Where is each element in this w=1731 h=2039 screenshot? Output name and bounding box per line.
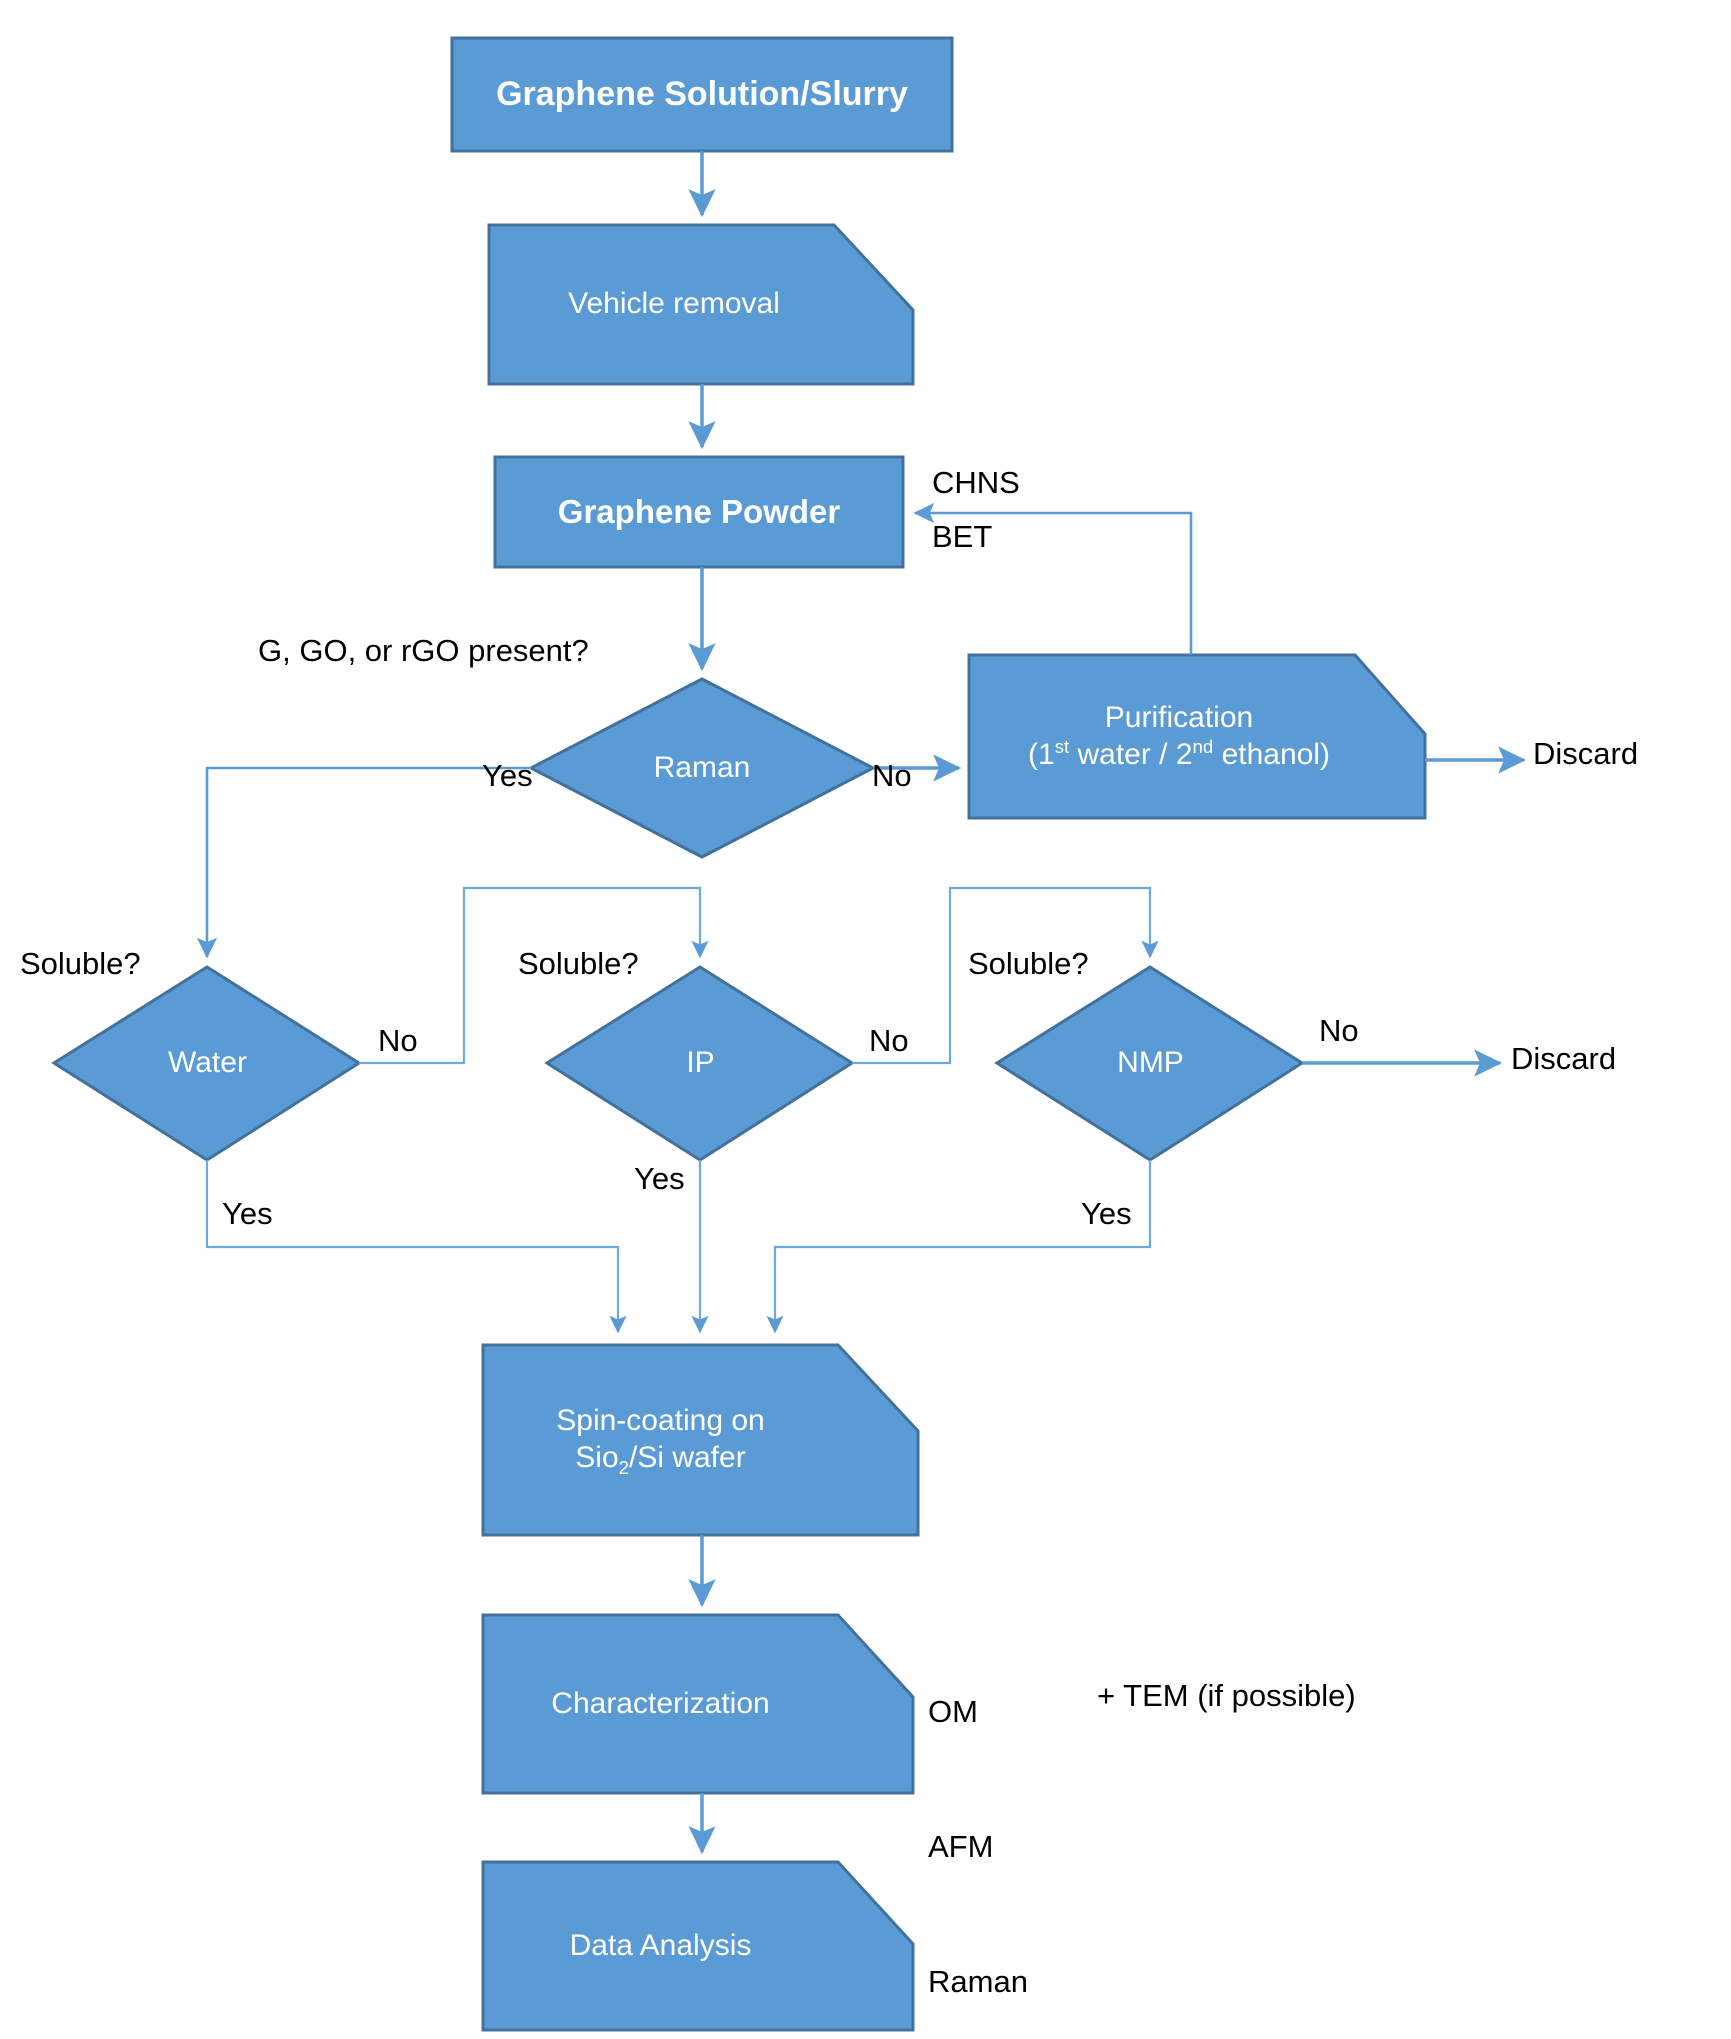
annotation-water-no: No (378, 1023, 418, 1058)
annotation-tem-note: + TEM (if possible) (1097, 1678, 1356, 1713)
node-nmp-decision[interactable] (994, 965, 1305, 1162)
node-purification[interactable] (967, 653, 1427, 820)
annotation-raman-yes: Yes (482, 758, 533, 793)
node-graphene-solution[interactable] (450, 36, 954, 153)
node-raman-decision[interactable] (527, 677, 877, 859)
edge-nmp-yes-to-spin (766, 1160, 1152, 1334)
node-graphene-powder[interactable] (493, 455, 905, 569)
node-water-decision[interactable] (51, 965, 362, 1162)
node-data-analysis[interactable] (481, 1860, 915, 2032)
annotation-nmp-no: No (1319, 1013, 1359, 1048)
node-vehicle-removal[interactable] (487, 223, 915, 386)
annotation-water-yes: Yes (222, 1196, 273, 1231)
node-spin-coating[interactable] (481, 1343, 920, 1537)
annotation-g-go-rgo-question: G, GO, or rGO present? (258, 633, 589, 668)
annotation-chns: CHNS (932, 465, 1020, 500)
technique-om: OM (928, 1693, 978, 1729)
annotation-soluble-ip: Soluble? (518, 946, 639, 981)
annotation-soluble-water: Soluble? (20, 946, 141, 981)
annotation-ip-yes: Yes (634, 1161, 685, 1196)
annotation-soluble-nmp: Soluble? (968, 946, 1089, 981)
characterization-technique-list: OM AFM Raman SEM XPS (928, 1600, 1028, 2039)
technique-raman: Raman (928, 1963, 1028, 1999)
annotation-raman-no: No (872, 758, 912, 793)
annotation-discard-bottom: Discard (1511, 1041, 1617, 1076)
annotation-bet: BET (932, 519, 993, 554)
edge-water-yes-to-spin (205, 1160, 627, 1334)
node-characterization[interactable] (481, 1613, 915, 1795)
annotation-ip-no: No (869, 1023, 909, 1058)
edge-ip-no-to-nmp (852, 886, 1159, 1065)
node-ip-decision[interactable] (544, 965, 855, 1162)
edge-raman-yes-to-water (196, 766, 531, 959)
annotation-nmp-yes: Yes (1081, 1196, 1132, 1231)
annotation-discard-top: Discard (1533, 736, 1639, 771)
edge-water-no-to-ip (359, 886, 709, 1065)
edge-purification-feedback-to-powder (913, 502, 1193, 655)
technique-afm: AFM (928, 1828, 994, 1864)
